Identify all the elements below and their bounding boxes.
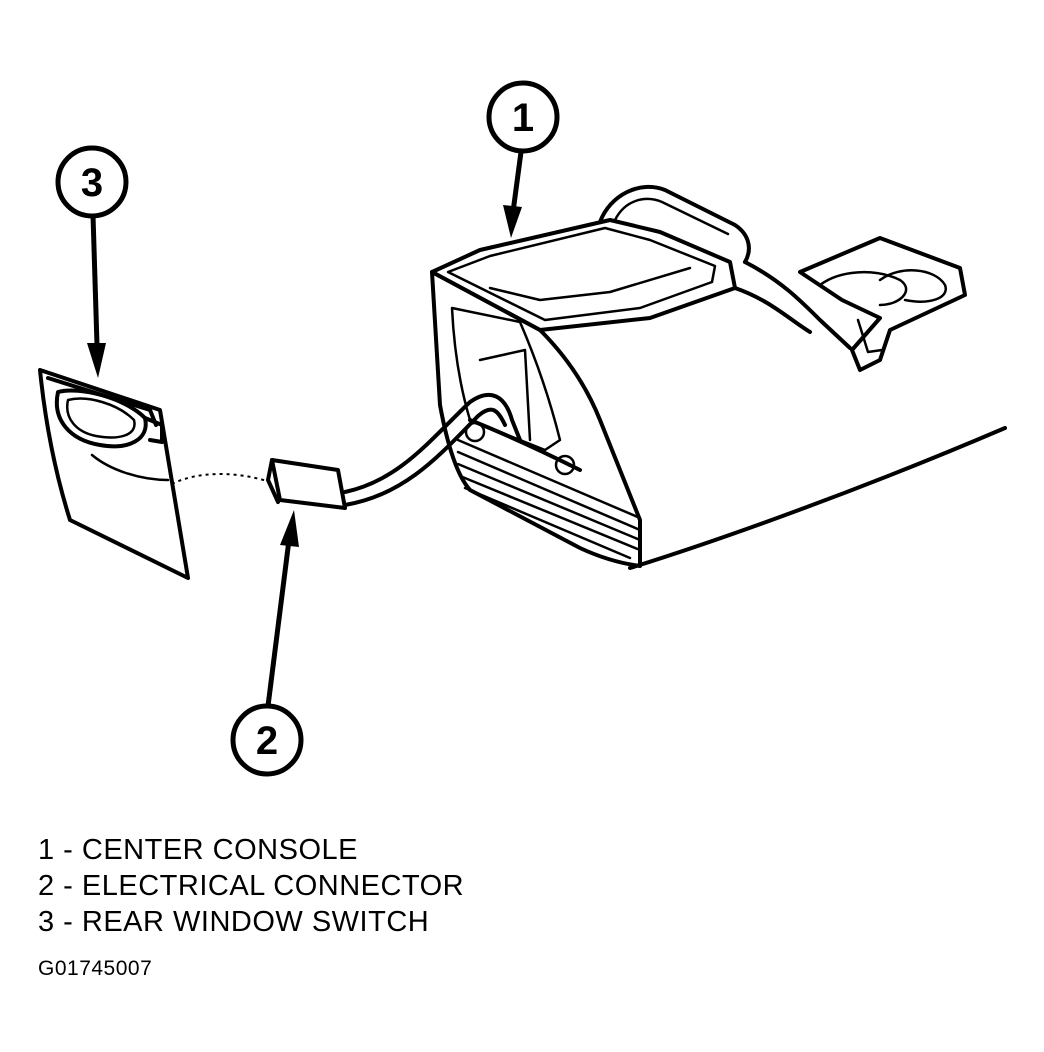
center-console-drawing (430, 184, 1007, 570)
callout-3-number: 3 (81, 161, 103, 205)
legend: 1 - CENTER CONSOLE 2 - ELECTRICAL CONNEC… (38, 832, 464, 940)
connection-dashed-line (171, 473, 271, 485)
callout-1-number: 1 (512, 96, 534, 140)
legend-item-rear-window-switch: 3 - REAR WINDOW SWITCH (38, 906, 430, 938)
electrical-connector-drawing (266, 458, 347, 510)
callout-3: 3 (55, 145, 129, 378)
callout-2: 2 (230, 510, 304, 777)
callout-1: 1 (486, 80, 560, 238)
rear-window-switch-drawing (38, 368, 190, 580)
figure-id: G01745007 (38, 957, 153, 980)
legend-item-center-console: 1 - CENTER CONSOLE (38, 834, 358, 866)
callout-2-number: 2 (256, 719, 278, 763)
legend-item-electrical-connector: 2 - ELECTRICAL CONNECTOR (38, 870, 465, 902)
wiring-harness (343, 392, 522, 507)
